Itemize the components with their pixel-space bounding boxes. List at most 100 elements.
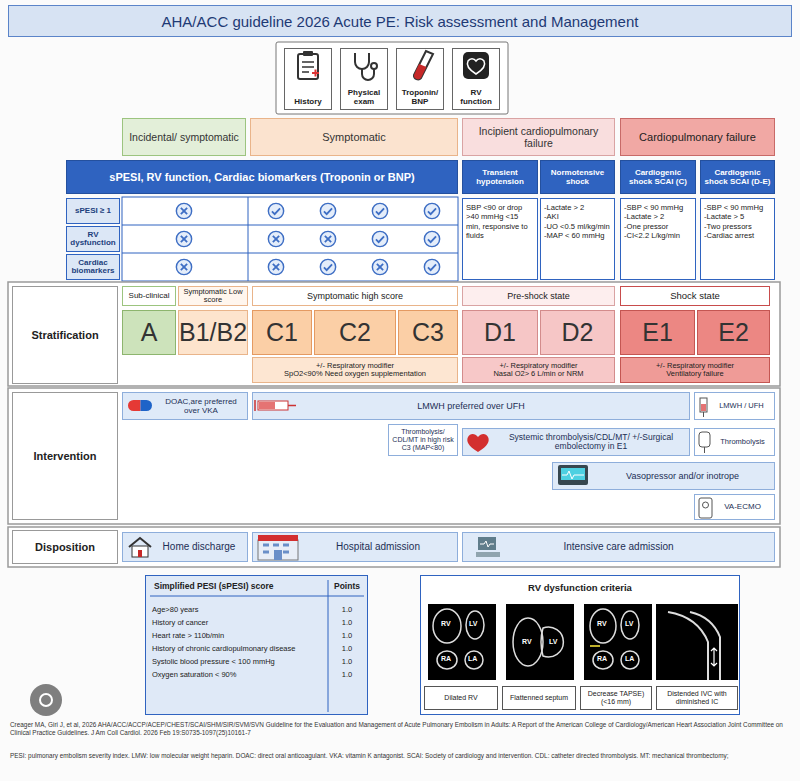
check-icon: [424, 259, 439, 274]
therapy-box: DOAC,are preferred over VKA: [122, 392, 248, 420]
section-label: Intervention: [12, 392, 118, 520]
stethoscope-icon: [371, 63, 377, 69]
syringe-icon: [703, 412, 704, 417]
disposition-box: Intensive care admission: [462, 532, 775, 562]
node-text: Nasal O2> 6 L/min or NRM: [493, 370, 583, 378]
icu-icon: [480, 541, 494, 547]
echo-image: [428, 604, 496, 680]
syringe-icon: [700, 398, 707, 417]
icu-icon: [478, 537, 496, 550]
risk-class: C3: [398, 310, 458, 355]
heart-icon: [467, 59, 484, 74]
abbreviation-note: PESI: pulmonary embolism severity index.…: [10, 752, 790, 760]
criteria-box: -SBP < 90 mmHg-Lactate > 2-One pressor-C…: [620, 198, 696, 280]
syringe-icon: [255, 400, 296, 411]
node-text: Symptomatic Low score: [179, 288, 247, 304]
criteria-panel: RV dysfunction criteriaDilated RV Flatten…: [420, 575, 740, 715]
clipboard-icon: [302, 62, 314, 72]
icon-panel: [276, 42, 508, 114]
syringe-icon: [700, 398, 707, 412]
risk-class: D1: [462, 310, 538, 355]
therapy-bar: Systemic thrombolysis/CDL/MT/ +/-Surgica…: [462, 428, 690, 456]
ivc-image: [668, 612, 720, 680]
echo-image: [433, 609, 461, 643]
risk-class: C1: [252, 310, 312, 355]
stethoscope-icon: [362, 69, 374, 80]
heart-icon: [467, 434, 488, 452]
monitor-icon: [558, 465, 588, 485]
node-text: DOAC,are preferred over VKA: [157, 397, 245, 415]
echo-image: [437, 651, 457, 669]
node-text: Oxygen saturation < 90%: [152, 668, 236, 681]
echo-image: [593, 651, 613, 669]
node-text: History of cancer: [152, 616, 208, 629]
icon-box: Physical exam: [340, 48, 388, 110]
node-text: +/- Respiratory modifier: [499, 362, 577, 370]
risk-class: C2: [314, 310, 396, 355]
syringe-icon: [259, 402, 275, 409]
icu-icon: [476, 537, 500, 557]
monitor-icon: [562, 471, 584, 479]
node-text: Heart rate > 110b/min: [152, 629, 224, 642]
stethoscope-icon: [355, 53, 377, 80]
node-text: LMWH / UFH: [719, 402, 764, 411]
node-text: -MAP < 60 mmHg: [544, 231, 604, 240]
echo-image: [590, 609, 639, 669]
node-text: Disposition: [35, 541, 95, 554]
node-text: Ventilatory failure: [666, 370, 724, 378]
ivc-image: [711, 648, 717, 666]
node-text: Points: [334, 582, 360, 592]
section-panel: [8, 527, 780, 567]
node-text: A: [141, 318, 158, 347]
section-label: Stratification: [12, 286, 118, 384]
node-text: -SBP < 90 mmHg: [704, 203, 763, 212]
score-points: 1.01.01.01.01.01.0: [330, 603, 364, 687]
hospital-icon: [258, 535, 298, 560]
syringe-icon: [258, 401, 288, 410]
node-text: -Two pressors: [704, 222, 752, 231]
node-text: Symptomatic: [322, 131, 386, 144]
node-text: Cardiopulmonary failure: [639, 131, 756, 144]
node-text: Dilated RV: [444, 694, 477, 702]
check-icon: [176, 203, 439, 274]
node-text: RV dysfunction criteria: [421, 583, 739, 594]
echo-image: [590, 645, 600, 647]
node-text: -Lactate > 2: [544, 203, 584, 212]
state-band: Pre-shock state: [462, 286, 615, 306]
node-text: Cardiogenic shock SCAI (D-E): [703, 168, 772, 186]
pill-icon: [141, 400, 153, 411]
ecmo-icon: [699, 498, 712, 518]
node-text: -Lactate > 2: [624, 212, 664, 221]
node-text: D1: [484, 318, 516, 347]
node-text: Thrombolysis/ CDL/MT in high risk C3 (MA…: [391, 428, 455, 451]
title-text: AHA/ACC guideline 2026 Acute PE: Risk as…: [8, 5, 792, 37]
chamber-label: LA: [468, 655, 477, 663]
node-text: Cardiogenic shock SCAI (C): [623, 168, 693, 186]
clipboard-icon: [312, 70, 319, 77]
node-text: 1.0: [342, 655, 352, 668]
risk-class: E1: [620, 310, 695, 355]
node-text: -CI<2.2 L/kg/min: [624, 231, 680, 240]
node-text: Incipient cardiopulmonary failure: [465, 125, 612, 149]
node-text: -One pressor: [624, 222, 668, 231]
echo-image: [584, 604, 652, 680]
watermark-badge: [30, 684, 62, 716]
state-band: Sub-clinical: [122, 286, 176, 306]
therapy-box: Thrombolysis: [694, 428, 775, 456]
node-text: 1.0: [342, 616, 352, 629]
syringe-icon: [701, 404, 706, 411]
node-text: Flattenned septum: [510, 694, 568, 702]
clipboard-icon: [298, 51, 319, 79]
node-text: VA-ECMO: [724, 502, 761, 511]
node-text: History: [294, 98, 322, 106]
check-icon: [176, 231, 191, 246]
section-panel: [8, 282, 780, 567]
iv-bag-icon: [704, 447, 705, 453]
criteria-box: -Lactate > 2-AKI-UO <0.5 ml/kg/min-MAP <…: [540, 198, 615, 280]
icon-box: Troponin/ BNP: [396, 48, 444, 110]
therapy-bar: LMWH preferred over UFH: [252, 392, 690, 420]
disposition-box: Hospital admission: [252, 532, 458, 562]
node-text: Age>80 years: [152, 603, 199, 616]
